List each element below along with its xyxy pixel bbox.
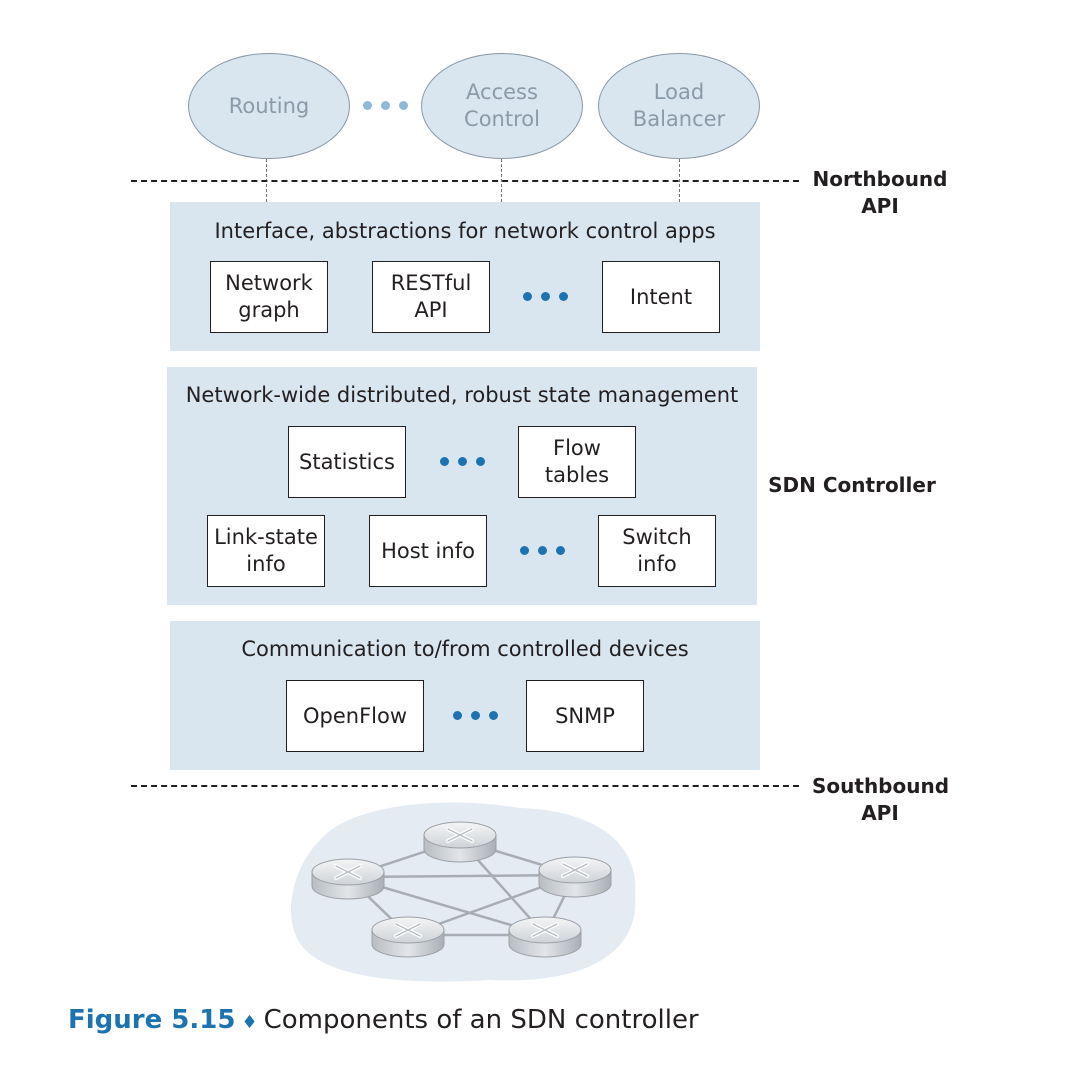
southbound-api-line: [131, 785, 799, 787]
router-icon: [310, 857, 386, 901]
figure-number: Figure 5.15: [68, 1005, 236, 1035]
snmp-box: SNMP: [526, 680, 644, 752]
state-layer: Network-wide distributed, robust state m…: [167, 367, 757, 605]
app-routing: Routing: [188, 53, 350, 159]
network-graph-box: Network graph: [210, 261, 328, 333]
figure-caption: Figure 5.15♦Components of an SDN control…: [68, 1005, 699, 1035]
app-ellipsis-dots: [363, 101, 408, 110]
southbound-api-label: Southbound API: [812, 774, 950, 825]
intent-box: Intent: [602, 261, 720, 333]
router-icon: [507, 915, 583, 959]
state-layer-title: Network-wide distributed, robust state m…: [185, 383, 739, 407]
statistics-box: Statistics: [288, 426, 406, 498]
state-ellipsis-dots-top: [440, 457, 485, 466]
caption-separator: ♦: [241, 1012, 258, 1033]
host-info-box: Host info: [369, 515, 487, 587]
state-ellipsis-dots-bottom: [520, 546, 565, 555]
communication-ellipsis-dots: [453, 711, 498, 720]
restful-api-box: RESTful API: [372, 261, 490, 333]
router-icon: [422, 820, 498, 864]
interface-layer: Interface, abstractions for network cont…: [170, 202, 760, 351]
interface-layer-title: Interface, abstractions for network cont…: [214, 219, 716, 243]
flow-tables-box: Flow tables: [518, 426, 636, 498]
northbound-api-label: Northbound API: [812, 167, 948, 218]
interface-ellipsis-dots: [523, 292, 568, 301]
app-load-balancer: Load Balancer: [598, 53, 760, 159]
network-cloud-icon: [290, 802, 636, 982]
router-icon: [370, 915, 446, 959]
app-access-control: Access Control: [421, 53, 583, 159]
router-icon: [537, 855, 613, 899]
sdn-controller-label: SDN Controller: [768, 473, 936, 497]
northbound-api-line: [131, 180, 799, 182]
switch-info-box: Switch info: [598, 515, 716, 587]
link-state-info-box: Link-state info: [207, 515, 325, 587]
communication-layer-title: Communication to/from controlled devices: [241, 637, 689, 661]
caption-text: Components of an SDN controller: [263, 1005, 699, 1035]
openflow-box: OpenFlow: [286, 680, 424, 752]
communication-layer: Communication to/from controlled devices…: [170, 621, 760, 770]
